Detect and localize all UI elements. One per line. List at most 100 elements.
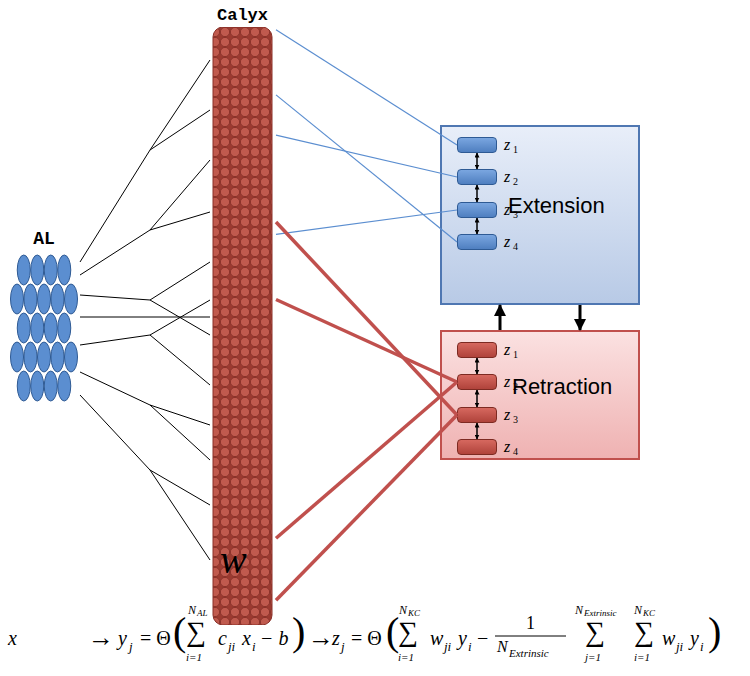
connector — [80, 317, 210, 318]
equation-term: − — [477, 628, 488, 648]
neuron-box: z4 — [457, 439, 497, 455]
kenyon-cells — [210, 27, 275, 625]
equation-term: ∑ — [585, 618, 605, 646]
equation-term: i — [700, 640, 704, 653]
connector — [276, 30, 457, 145]
equation-term: ∑ — [186, 618, 206, 646]
glomerulus — [17, 255, 30, 285]
glomerulus — [65, 342, 78, 372]
equation-term: x — [8, 628, 17, 648]
equation-term: i=1 — [186, 652, 202, 663]
node-label: z — [504, 169, 510, 185]
subscript: 3 — [513, 210, 518, 220]
neuron-box: z4 — [457, 234, 497, 250]
glomerulus — [31, 255, 44, 285]
equation-term: i — [468, 640, 472, 653]
equation-term: w — [430, 628, 443, 648]
equation-term: z — [332, 628, 340, 648]
connector — [276, 382, 457, 538]
node-label: z — [504, 439, 510, 455]
connector — [476, 358, 478, 374]
connector — [476, 185, 478, 202]
glomerulus — [51, 284, 64, 314]
node-label: z — [504, 234, 510, 250]
glomerulus — [17, 313, 30, 343]
connector — [276, 135, 457, 177]
connector — [276, 222, 457, 415]
connector — [476, 218, 478, 234]
connector — [276, 300, 457, 383]
glomerulus — [44, 371, 57, 401]
subscript: 1 — [513, 350, 518, 360]
neuron-box: z1 — [457, 342, 497, 358]
connector — [476, 390, 478, 407]
connector — [276, 95, 457, 242]
glomerulus — [65, 284, 78, 314]
glomerulus — [31, 371, 44, 401]
connector — [579, 305, 582, 330]
equation-term: Extrinsic — [584, 609, 617, 618]
equation-term: y — [690, 628, 699, 648]
node-label: Retraction — [512, 376, 612, 398]
equation-term: j=1 — [585, 652, 601, 663]
equation-term: − b — [260, 628, 289, 648]
equation-term: y — [118, 628, 127, 648]
neuron-box: z2 — [457, 374, 497, 390]
equation-term: j — [341, 640, 345, 653]
node-label: AL — [33, 230, 55, 248]
equation-term: AL — [197, 609, 208, 618]
connector — [476, 153, 478, 169]
node-label: z — [504, 374, 510, 390]
glomerulus — [31, 313, 44, 343]
antennal-lobe: AL — [8, 228, 80, 406]
equation-term: ji — [444, 640, 451, 653]
connector — [276, 415, 457, 600]
equation-term: y — [458, 628, 467, 648]
equation-term: 1 — [526, 614, 535, 632]
equation-term: i=1 — [398, 652, 414, 663]
equation-term: Extrinsic — [509, 648, 549, 659]
subscript: 1 — [513, 145, 518, 155]
equation-term: ) — [292, 612, 305, 652]
glomerulus — [17, 371, 30, 401]
connector — [499, 305, 502, 330]
node-label: Calyx — [217, 7, 268, 24]
subscript: 4 — [513, 447, 518, 457]
equation-term: N — [634, 604, 642, 616]
equation-term: N — [575, 604, 583, 616]
glomeruli — [8, 252, 80, 404]
glomerulus — [58, 313, 71, 343]
equation-term: KC — [408, 609, 420, 618]
equation-term: x — [242, 628, 251, 648]
node-label: z — [504, 137, 510, 153]
connector — [476, 423, 478, 439]
glomerulus — [58, 371, 71, 401]
neuron-box: z3 — [457, 407, 497, 423]
equation-term: w — [662, 628, 675, 648]
node-label: Extension — [508, 195, 605, 217]
equation-term: i=1 — [634, 652, 650, 663]
glomerulus — [24, 284, 37, 314]
glomerulus — [38, 342, 51, 372]
equation-term: = Θ — [351, 628, 382, 648]
connector — [276, 210, 457, 234]
equation-term: i — [252, 640, 256, 653]
equation-term: → — [308, 625, 334, 651]
equation-term: ji — [228, 640, 235, 653]
equation-term: ( — [173, 612, 186, 652]
glomerulus — [51, 342, 64, 372]
equation-term: ∑ — [634, 618, 654, 646]
subscript: 2 — [513, 382, 518, 392]
glomerulus — [11, 342, 24, 372]
subscript: 3 — [513, 415, 518, 425]
calyx-column: Calyx — [210, 5, 276, 625]
projection-lines — [80, 60, 210, 560]
glomerulus — [24, 342, 37, 372]
equation-term: ∑ — [398, 618, 418, 646]
glomerulus — [44, 313, 57, 343]
glomerulus — [38, 284, 51, 314]
node-label: z — [504, 407, 510, 423]
equation-term: j — [129, 640, 133, 653]
